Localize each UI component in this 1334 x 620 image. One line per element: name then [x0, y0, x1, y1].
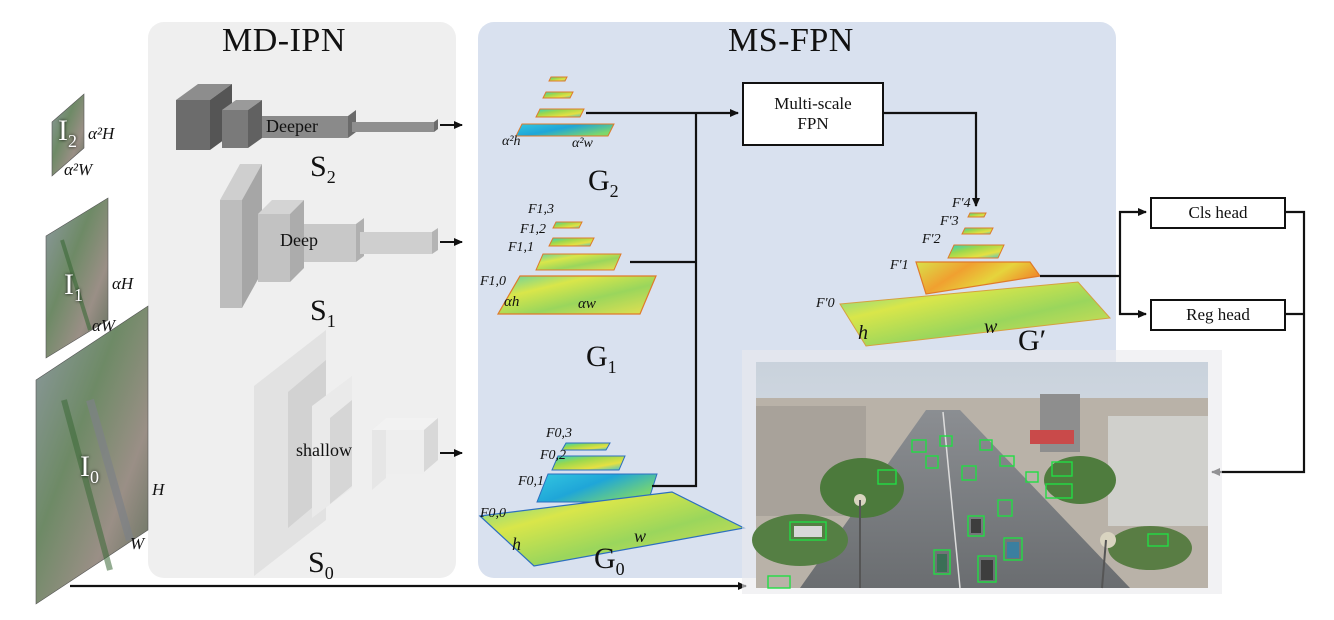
backbone-s1	[220, 164, 438, 308]
g0-level-2: F0,2	[540, 448, 567, 463]
g1-level-2: F1,2	[520, 222, 547, 237]
g1-level-3: F1,3	[528, 202, 555, 217]
fpn-box-line1: Multi-scale	[774, 94, 852, 113]
g0-dim-w: w	[634, 526, 647, 546]
multi-scale-fpn-box: Multi-scale FPN	[742, 82, 884, 146]
detection-result-image	[742, 350, 1222, 594]
pyramid-g0-name: G0	[594, 542, 625, 579]
backbone-s0	[254, 330, 438, 576]
g1-level-0: F1,0	[480, 274, 507, 289]
input-image-i1	[45, 197, 109, 359]
input-i0-height: H	[152, 480, 165, 499]
input-i0-width: W	[130, 534, 145, 553]
g0-level-0: F0,0	[480, 506, 507, 521]
pyramid-g-prime	[839, 212, 1112, 347]
g-prime-dim-w: w	[984, 316, 998, 338]
backbone-s2	[176, 84, 438, 150]
input-i2-width: α²W	[64, 160, 93, 179]
input-image-i0	[35, 305, 149, 605]
input-image-i2	[51, 93, 85, 177]
g0-level-3: F0,3	[546, 426, 573, 441]
g2-dim-w: α²w	[572, 136, 593, 151]
pyramid-g-prime-name: G′	[1018, 324, 1047, 357]
input-i2-name: I2	[58, 114, 77, 151]
pyramid-g1	[496, 221, 657, 315]
reg-head-box: Reg head	[1150, 299, 1286, 331]
g-prime-level-2: F′2	[922, 232, 941, 247]
md-ipn-title: MD-IPN	[222, 22, 346, 59]
g-prime-level-3: F′3	[940, 214, 959, 229]
backbone-s0-label: shallow	[296, 440, 352, 460]
backbone-s2-name: S2	[310, 150, 336, 187]
g-prime-level-1: F′1	[890, 258, 909, 273]
ms-fpn-title: MS-FPN	[728, 22, 854, 59]
g1-level-1: F1,1	[508, 240, 535, 255]
input-i1-width: αW	[92, 316, 116, 335]
g-prime-dim-h: h	[858, 322, 868, 344]
pyramid-g2	[515, 76, 615, 137]
input-i1-height: αH	[112, 274, 134, 293]
g2-dim-h: α²h	[502, 134, 521, 149]
connectors-to-fpn	[586, 109, 980, 488]
backbone-s1-name: S1	[310, 294, 336, 331]
backbone-s1-label: Deep	[280, 230, 318, 250]
backbone-s0-name: S0	[308, 546, 334, 583]
g0-level-1: F0,1	[518, 474, 545, 489]
g-prime-level-0: F′0	[816, 296, 835, 311]
cls-head-box: Cls head	[1150, 197, 1286, 229]
connectors-to-heads	[70, 208, 1306, 590]
input-i2-height: α²H	[88, 124, 115, 143]
backbone-s2-label: Deeper	[266, 116, 318, 136]
pyramid-g1-name: G1	[586, 340, 617, 377]
input-i0-name: I0	[80, 450, 99, 487]
input-i1-name: I1	[64, 268, 83, 305]
g1-dim-w: αw	[578, 296, 596, 312]
g0-dim-h: h	[512, 534, 521, 554]
pyramid-g2-name: G2	[588, 164, 619, 201]
g1-dim-h: αh	[504, 294, 520, 310]
g-prime-level-4: F′4	[952, 196, 971, 211]
fpn-box-line2: FPN	[797, 114, 829, 133]
pyramid-g0	[478, 442, 746, 567]
